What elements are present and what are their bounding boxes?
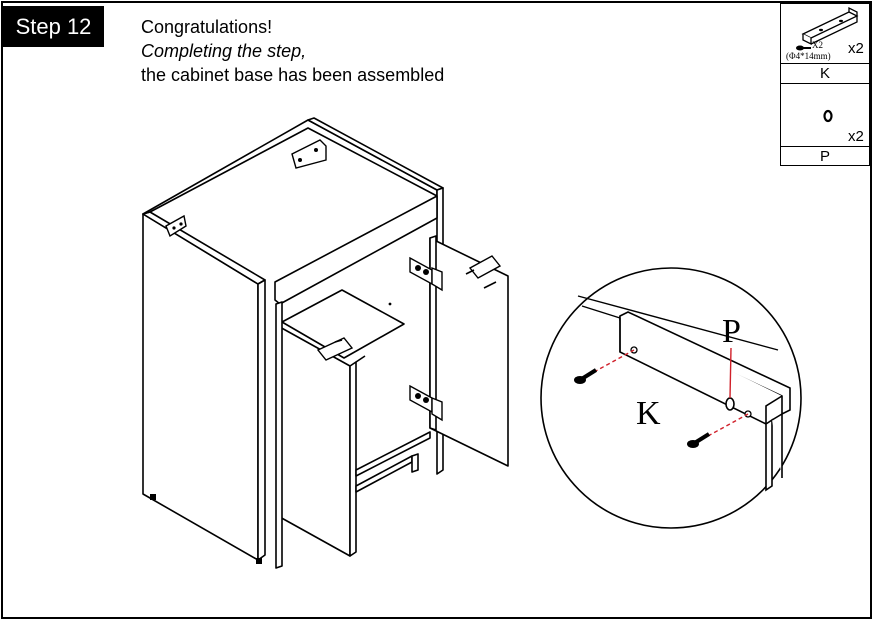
part-k-label: K — [781, 64, 869, 84]
left-door — [277, 325, 351, 557]
hinge-icons — [409, 256, 443, 422]
instructions: Congratulations! Completing the step, th… — [141, 15, 444, 87]
step-badge: Step 12 — [3, 6, 104, 47]
parts-legend: X2 (Φ4*14mm) x2 K x2 P — [780, 3, 870, 166]
screw-detail-icon-2 — [687, 432, 711, 448]
detail-label-p: P — [722, 313, 741, 350]
instruction-line-3: the cabinet base has been assembled — [141, 65, 445, 85]
instruction-line-1: Congratulations! — [141, 17, 273, 37]
screw-detail-icon — [574, 368, 598, 384]
part-k-illustration: X2 (Φ4*14mm) x2 — [781, 4, 869, 64]
part-p-quantity: x2 — [848, 128, 864, 145]
part-p-label: P — [819, 148, 830, 165]
bracket-k-icon — [796, 6, 859, 51]
corner-bracket-icons — [165, 139, 502, 361]
cap-p-icon — [823, 109, 833, 123]
instruction-line-2: Completing the step, — [141, 41, 307, 61]
screw-icon — [796, 45, 811, 51]
detail-callout: P K — [540, 267, 802, 529]
back-rail — [142, 119, 438, 215]
front-rail — [274, 195, 438, 305]
screw-quantity: X2 — [812, 40, 823, 50]
shelf — [281, 289, 405, 359]
screw-spec: (Φ4*14mm) — [786, 51, 831, 61]
part-p-illustration: x2 — [781, 84, 869, 147]
detail-label-k: K — [636, 395, 661, 432]
part-k-quantity: x2 — [848, 40, 864, 57]
